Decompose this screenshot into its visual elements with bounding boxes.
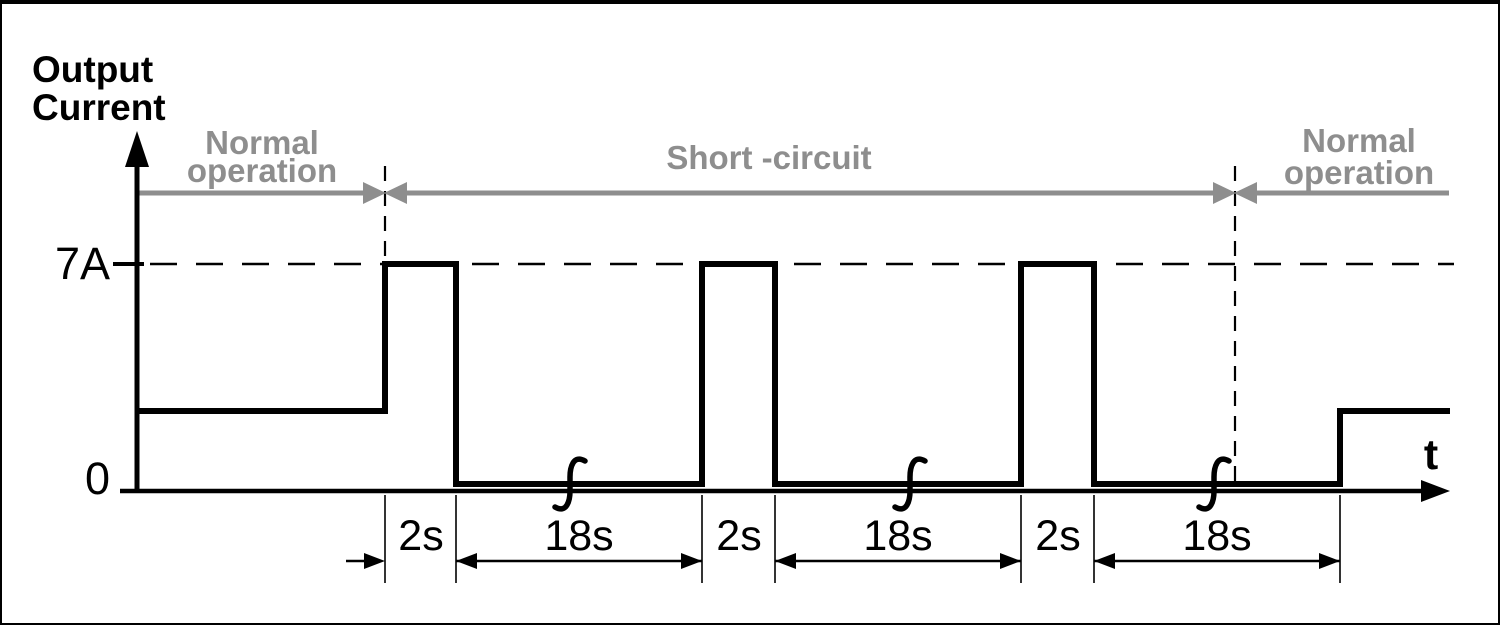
dimension-lines [346,553,1340,569]
phase-label-left-line1: Normal [205,124,319,161]
phase-label-right-line2: operation [1284,154,1434,191]
dim-label-18s-1: 18s [544,512,613,560]
right-phase-arrowhead-left-icon [1234,182,1257,204]
y-tick-label-0: 0 [85,453,110,504]
dim-arrowhead-icon [681,553,702,569]
phase-label-middle: Short -circuit [666,139,871,176]
phase-label-left-line2: operation [187,152,337,189]
y-axis-arrowhead-icon [125,131,149,167]
phase-arrows [139,182,1449,204]
dim-label-2s-1: 2s [398,512,443,560]
left-phase-arrowhead-right-icon [363,182,386,204]
time-break-icon-1 [552,456,588,512]
dim-arrowhead-icon [1000,553,1021,569]
dim-arrowhead-icon [1094,553,1115,569]
dim-arrowhead-icon [456,553,477,569]
time-break-icons [552,456,1232,512]
y-axis-title-line1: Output [32,49,153,90]
dim-label-18s-2: 18s [863,512,932,560]
dim-arrowhead-icon [775,553,796,569]
x-axis-label-t: t [1424,431,1438,479]
time-break-icon-3 [1196,456,1232,512]
y-tick-label-7a: 7A [55,238,110,289]
dim-label-18s-3: 18s [1182,512,1251,560]
waveform-path [139,261,1450,487]
timing-diagram: Output Current Normal operation Short -c… [32,49,1454,583]
dim-arrowhead-icon [1319,553,1340,569]
dim-arrowhead-icon [364,553,385,569]
middle-phase-arrowhead-left-icon [384,182,407,204]
dim-label-2s-3: 2s [1035,512,1080,560]
dimension-extension-lines [384,495,1341,583]
dim-label-2s-2: 2s [716,512,761,560]
middle-phase-arrowhead-right-icon [1213,182,1236,204]
phase-label-right-line1: Normal [1302,122,1416,159]
y-axis-title-line2: Current [32,87,166,128]
time-break-icon-2 [892,456,928,512]
x-axis-arrowhead-icon [1421,480,1450,502]
